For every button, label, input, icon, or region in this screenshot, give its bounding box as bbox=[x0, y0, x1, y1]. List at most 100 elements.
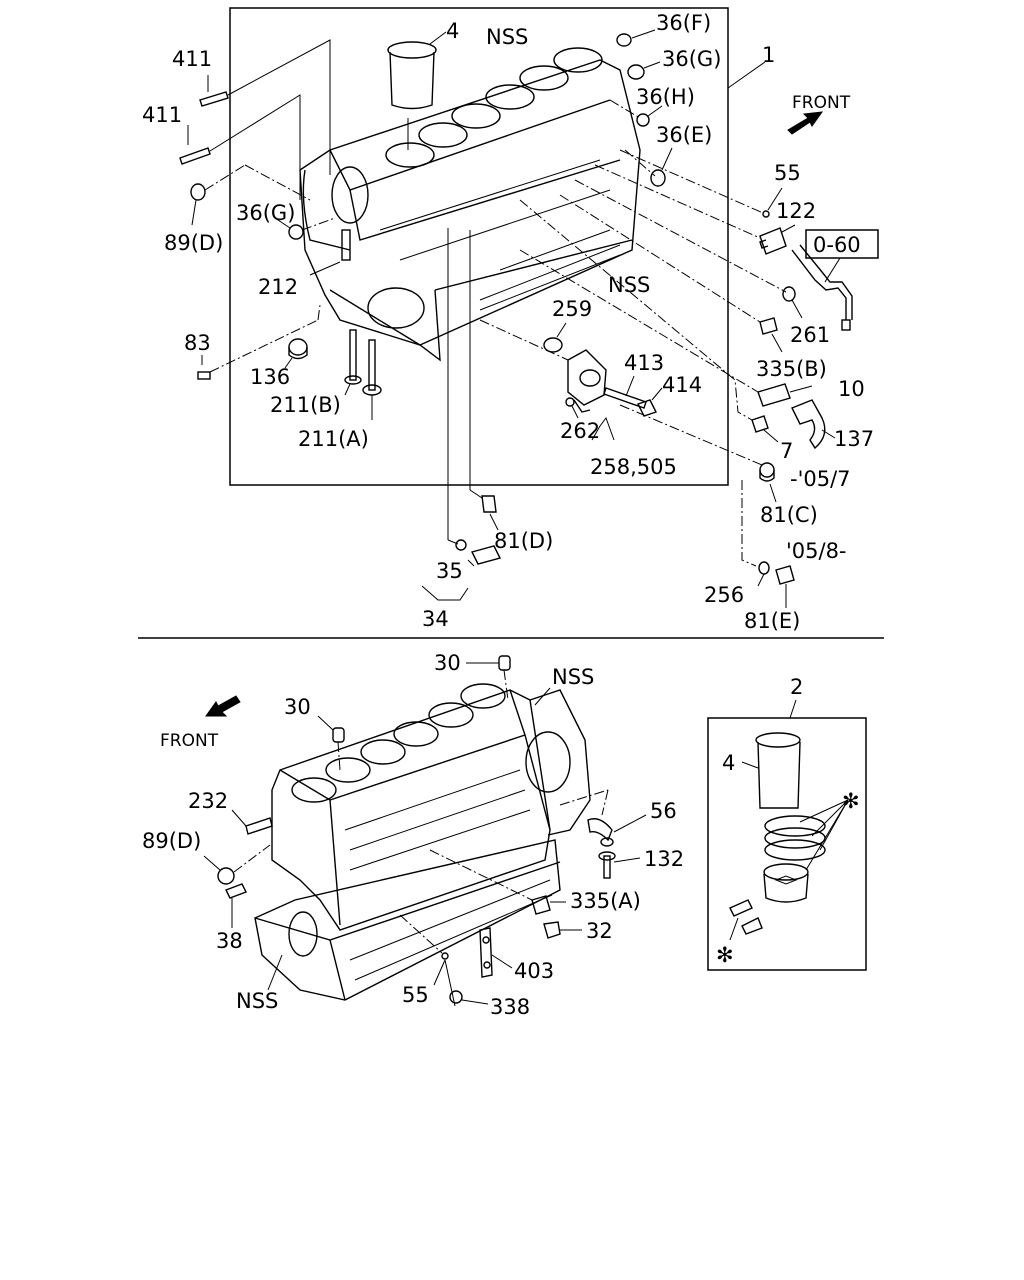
label-nss-bottom: NSS bbox=[236, 989, 278, 1013]
plate-403 bbox=[479, 927, 513, 978]
plug-81c bbox=[619, 404, 777, 503]
label-32: 32 bbox=[586, 919, 613, 943]
plug-81d bbox=[469, 230, 499, 531]
plug-36g-left bbox=[274, 217, 336, 240]
kit-rings bbox=[764, 815, 826, 861]
label-date-to: -'05/7 bbox=[790, 467, 851, 491]
sensor-0-60 bbox=[791, 244, 853, 331]
washer-256 bbox=[757, 561, 770, 587]
kit-liner bbox=[741, 732, 801, 809]
label-211b: 211(B) bbox=[270, 393, 341, 417]
kit-frame bbox=[707, 717, 867, 971]
front-arrow-upper bbox=[787, 111, 824, 135]
plug-338 bbox=[449, 990, 489, 1005]
upper-assembly bbox=[179, 7, 879, 608]
label-front-lower: FRONT bbox=[160, 731, 219, 751]
label-2: 2 bbox=[790, 675, 803, 699]
bolt-413 bbox=[603, 375, 647, 409]
label-335a: 335(A) bbox=[570, 889, 641, 913]
plug-30-top bbox=[466, 655, 511, 701]
label-137: 137 bbox=[834, 427, 874, 451]
label-34: 34 bbox=[422, 607, 449, 631]
leader-1 bbox=[727, 61, 766, 89]
label-81e: 81(E) bbox=[744, 609, 800, 633]
label-81c: 81(C) bbox=[760, 503, 818, 527]
cylinder-block-lower bbox=[271, 683, 591, 931]
labels-lower: 30 30 NSS 2 4 FRONT 232 89(D) 56 132 335… bbox=[142, 651, 860, 1019]
plug-36e bbox=[624, 147, 673, 187]
label-36g-left: 36(G) bbox=[236, 201, 295, 225]
plug-335a bbox=[429, 849, 566, 915]
label-30-top: 30 bbox=[434, 651, 461, 675]
label-36h: 36(H) bbox=[636, 85, 695, 109]
label-4-kit: 4 bbox=[722, 751, 735, 775]
front-arrow-lower bbox=[205, 695, 241, 717]
dowel-212 bbox=[309, 229, 351, 276]
label-4: 4 bbox=[446, 19, 459, 43]
label-83: 83 bbox=[184, 331, 211, 355]
label-36g-right: 36(G) bbox=[662, 47, 721, 71]
fitting-35 bbox=[447, 228, 502, 567]
label-211a: 211(A) bbox=[298, 427, 369, 451]
plug-81e bbox=[775, 565, 795, 608]
cylinder-bores-upper bbox=[385, 47, 603, 168]
label-414: 414 bbox=[662, 373, 702, 397]
labels-upper: 4 NSS 36(F) 36(G) 36(H) 36(E) 1 FRONT 41… bbox=[142, 11, 874, 633]
plug-30-left bbox=[317, 715, 345, 771]
gasket-259 bbox=[543, 322, 567, 353]
label-55-lower: 55 bbox=[402, 983, 429, 1007]
plug-36h bbox=[609, 99, 663, 127]
crankcase-lower bbox=[254, 839, 561, 1001]
label-asterisk-a: ✻ bbox=[842, 789, 860, 813]
label-413: 413 bbox=[624, 351, 664, 375]
label-10: 10 bbox=[838, 377, 865, 401]
label-335b: 335(B) bbox=[756, 357, 827, 381]
bolt-211a bbox=[362, 339, 382, 420]
plug-32 bbox=[543, 921, 582, 939]
nut-414 bbox=[637, 387, 663, 417]
label-411-a: 411 bbox=[172, 47, 212, 71]
label-122: 122 bbox=[776, 199, 816, 223]
oil-cooler-bracket-258 bbox=[479, 319, 607, 413]
cylinder-bores-lower bbox=[291, 683, 506, 803]
bushing-136 bbox=[284, 338, 308, 369]
label-136: 136 bbox=[250, 365, 290, 389]
label-261: 261 bbox=[790, 323, 830, 347]
label-date-from: '05/8- bbox=[786, 539, 847, 563]
label-256: 256 bbox=[704, 583, 744, 607]
label-262: 262 bbox=[560, 419, 600, 443]
label-81d: 81(D) bbox=[494, 529, 553, 553]
bolt-211b bbox=[344, 329, 362, 396]
label-89d: 89(D) bbox=[164, 231, 223, 255]
stud-232 bbox=[231, 809, 273, 835]
plug-36f bbox=[616, 29, 656, 47]
hose-137 bbox=[791, 399, 836, 450]
label-232: 232 bbox=[188, 789, 228, 813]
cylinder-liner bbox=[387, 31, 447, 150]
plug-7 bbox=[519, 199, 779, 443]
plug-335b bbox=[559, 194, 783, 353]
label-132: 132 bbox=[644, 847, 684, 871]
dowel-38 bbox=[225, 883, 247, 928]
ref-box-0-60 bbox=[805, 229, 879, 259]
label-258-505: 258,505 bbox=[590, 455, 677, 479]
pin-55-upper bbox=[619, 149, 783, 218]
pin-83 bbox=[197, 304, 321, 380]
stud-411 bbox=[179, 39, 331, 200]
pin-55-lower bbox=[399, 914, 456, 1007]
bracket-258-505 bbox=[591, 416, 615, 441]
adapter-122 bbox=[594, 164, 796, 255]
label-nss-lower-top: NSS bbox=[552, 665, 594, 689]
label-7: 7 bbox=[780, 439, 793, 463]
label-30-left: 30 bbox=[284, 695, 311, 719]
kit-pin-and-clip bbox=[729, 899, 763, 941]
label-35: 35 bbox=[436, 559, 463, 583]
label-36e: 36(E) bbox=[656, 123, 712, 147]
kit-piston bbox=[763, 863, 809, 903]
lower-assembly bbox=[203, 655, 867, 1007]
fitting-10 bbox=[519, 249, 813, 407]
label-259: 259 bbox=[552, 297, 592, 321]
label-403: 403 bbox=[514, 959, 554, 983]
label-ref-0-60: 0-60 bbox=[813, 233, 861, 257]
piston-kit-box bbox=[707, 699, 867, 971]
